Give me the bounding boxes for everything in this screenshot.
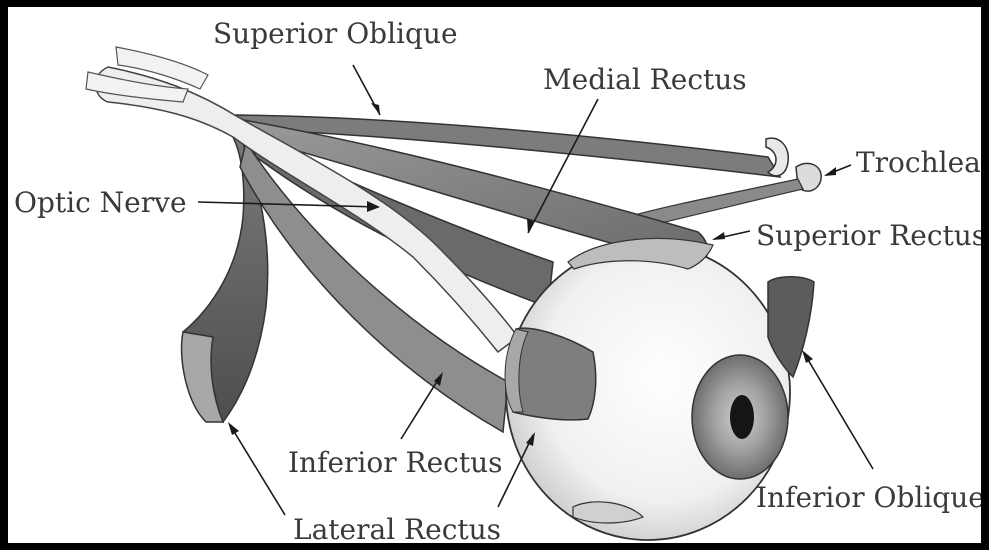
diagram-panel: Superior Oblique Medial Rectus Trochlea … [8,7,981,543]
label-lateral-rectus: Lateral Rectus [293,513,501,543]
arrowhead-superior-rectus [712,232,725,240]
label-inferior-rectus: Inferior Rectus [288,446,503,479]
arrowhead-lateral-rectus-left [228,422,239,435]
arrow-inferior-oblique [804,353,873,469]
label-superior-rectus: Superior Rectus [756,219,981,252]
label-superior-oblique: Superior Oblique [213,17,458,50]
eye-muscles-diagram: Superior Oblique Medial Rectus Trochlea … [8,7,981,543]
label-medial-rectus: Medial Rectus [543,63,747,96]
arrowhead-trochlea [824,167,836,176]
pupil [730,395,754,439]
arrow-lateral-rectus-left [230,425,285,515]
arrow-inferior-rectus [401,375,441,439]
arrowhead-inferior-oblique [802,350,813,363]
label-trochlea: Trochlea [856,146,981,179]
label-inferior-oblique: Inferior Oblique [756,481,981,514]
label-optic-nerve: Optic Nerve [14,186,187,219]
